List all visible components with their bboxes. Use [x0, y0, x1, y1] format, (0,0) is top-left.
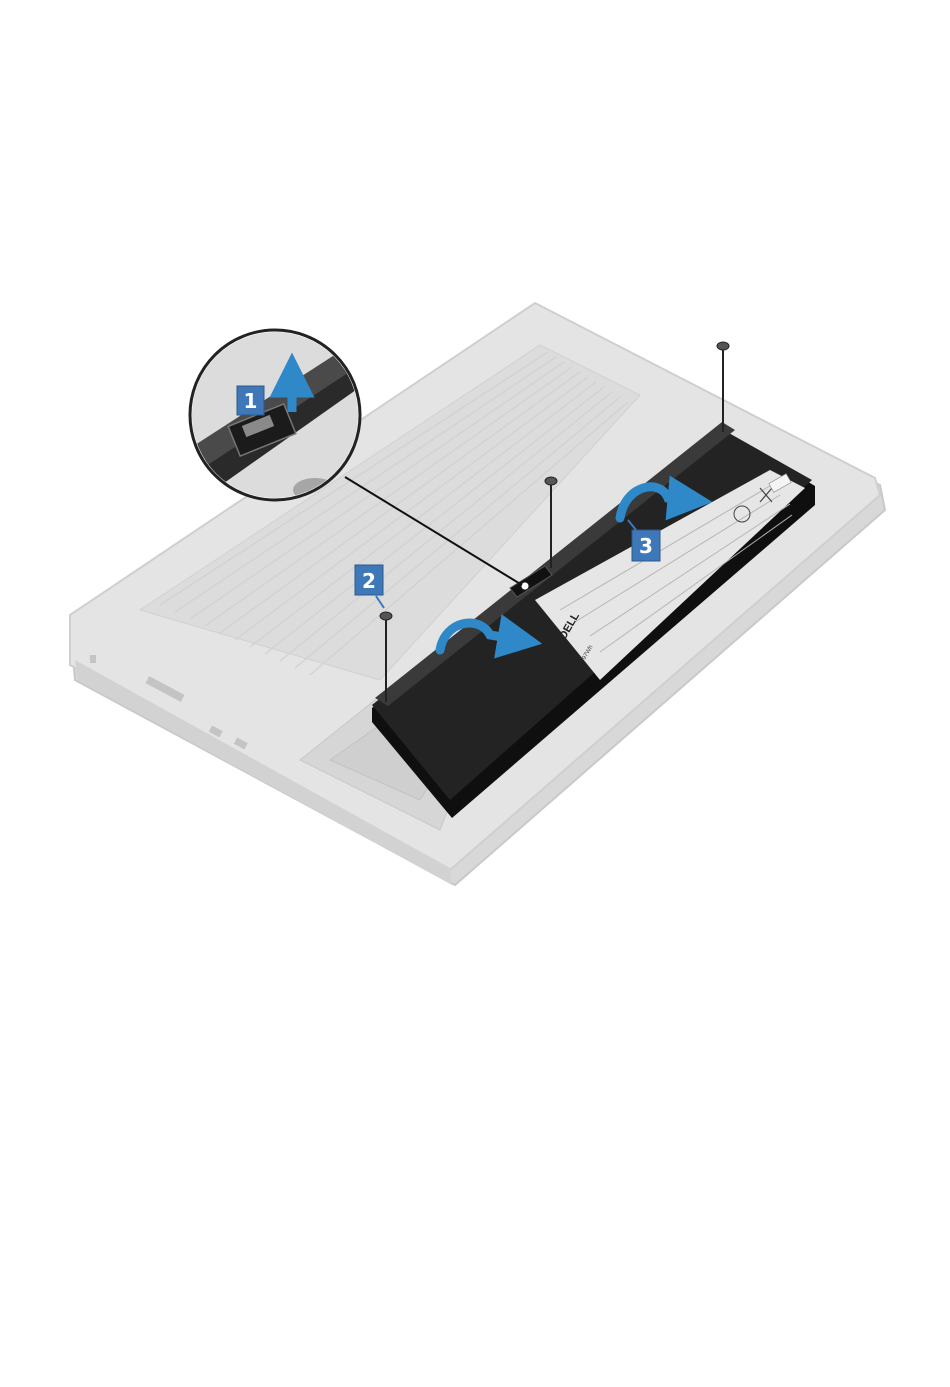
callout-1-label: 1	[244, 389, 258, 413]
callout-2-label: 2	[362, 569, 376, 593]
callout-3-label: 3	[639, 534, 653, 558]
callout-1: 1	[237, 386, 264, 415]
